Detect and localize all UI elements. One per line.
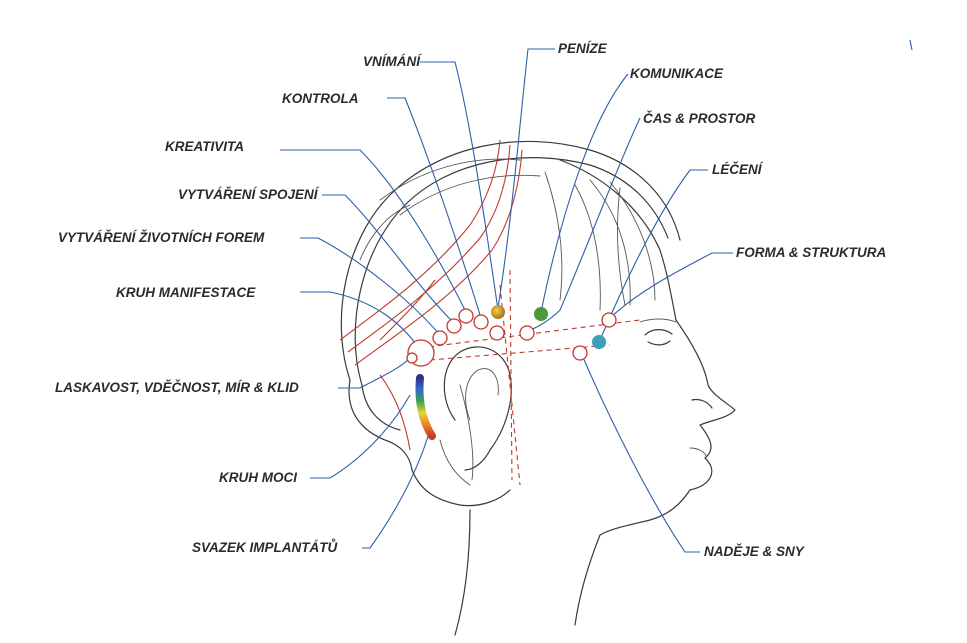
marker-nadeje <box>572 345 588 361</box>
leader-nadeje <box>581 354 700 553</box>
label-leceni: LÉČENÍ <box>712 162 762 177</box>
marker-cas-prostor <box>519 325 535 341</box>
leader-cas-prostor <box>525 117 641 333</box>
tick-mark <box>909 39 913 51</box>
label-vytvareni-zivotnich-forem: VYTVÁŘENÍ ŽIVOTNÍCH FOREM <box>58 230 265 245</box>
label-laskavost: LASKAVOST, VDĚČNOST, MÍR & KLID <box>55 380 299 395</box>
label-forma-struktura: FORMA & STRUKTURA <box>736 245 887 260</box>
marker-leceni <box>592 335 606 349</box>
leader-komunikace <box>540 73 629 313</box>
label-kreativita: KREATIVITA <box>165 139 244 154</box>
marker-forma <box>601 312 617 328</box>
marker-vnimani <box>489 325 505 341</box>
leader-implantatu <box>362 429 431 549</box>
energy-lines <box>339 139 641 486</box>
marker-kontrola <box>473 314 489 330</box>
leader-manifestace <box>300 291 421 351</box>
implant-bundle-icon <box>415 374 436 440</box>
leader-laskavost <box>338 357 411 389</box>
markers <box>406 305 617 440</box>
label-penize: PENÍZE <box>558 41 607 56</box>
leader-kreativita <box>280 149 467 313</box>
label-kruh-moci: KRUH MOCI <box>219 470 297 485</box>
label-svazek-implantatu: SVAZEK IMPLANTÁTŮ <box>192 540 338 555</box>
marker-penize <box>491 305 505 319</box>
marker-laskavost <box>406 352 418 364</box>
marker-komunikace <box>534 307 548 321</box>
leader-spojeni <box>322 194 455 324</box>
label-nadeje-sny: NADĚJE & SNY <box>704 544 804 559</box>
leader-leceni <box>599 169 708 341</box>
marker-zivotnich <box>432 330 448 346</box>
leader-lines <box>280 48 733 553</box>
head-sketch <box>340 140 736 636</box>
label-cas-prostor: ČAS & PROSTOR <box>643 111 756 126</box>
label-kontrola: KONTROLA <box>282 91 359 106</box>
label-komunikace: KOMUNIKACE <box>630 66 723 81</box>
label-kruh-manifestace: KRUH MANIFESTACE <box>116 285 256 300</box>
leader-penize <box>497 48 555 309</box>
label-vytvareni-spojeni: VYTVÁŘENÍ SPOJENÍ <box>178 187 318 202</box>
leader-kontrola <box>387 97 482 319</box>
leader-vnimani <box>420 61 499 311</box>
leader-kruh-moci <box>310 394 411 479</box>
marker-kreativita <box>458 308 474 324</box>
leader-forma <box>609 252 733 319</box>
label-vnimani: VNÍMÁNÍ <box>363 54 420 69</box>
leader-zivotnich <box>300 237 441 336</box>
marker-spojeni <box>446 318 462 334</box>
